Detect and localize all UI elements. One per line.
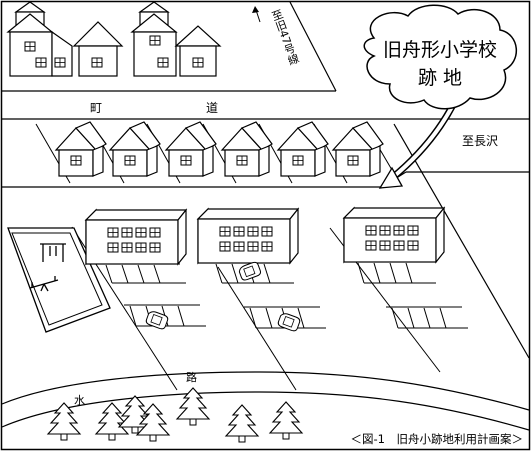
- old-route-label: 至旧47号線: [252, 6, 301, 67]
- waterway-label-1: 水: [74, 394, 85, 407]
- top-houses: [6, 1, 222, 77]
- callout-text-line2: 跡 地: [418, 67, 462, 89]
- apartment-buildings: [86, 208, 444, 264]
- town-road-label-2: 道: [206, 101, 218, 115]
- waterway-label-2: 路: [186, 371, 197, 384]
- to-old-route-47-label: 至旧47号線: [269, 8, 301, 67]
- seesaw-icon: [29, 276, 59, 292]
- parking-lots: [100, 261, 468, 329]
- roads: [2, 1, 530, 359]
- callout-text-line1: 旧舟形小学校: [383, 39, 497, 61]
- swing-icon: [40, 243, 66, 262]
- to-nagasawa-label: 至長沢: [462, 134, 498, 148]
- figure-caption: ＜図-1 旧舟小跡地利用計画案＞: [351, 432, 523, 446]
- trees: [47, 387, 303, 443]
- town-road-label-1: 町: [90, 101, 102, 115]
- parked-cars: [144, 260, 302, 333]
- playground: [7, 227, 111, 333]
- callout-cloud: [363, 4, 518, 110]
- callout-arrow: [378, 99, 458, 189]
